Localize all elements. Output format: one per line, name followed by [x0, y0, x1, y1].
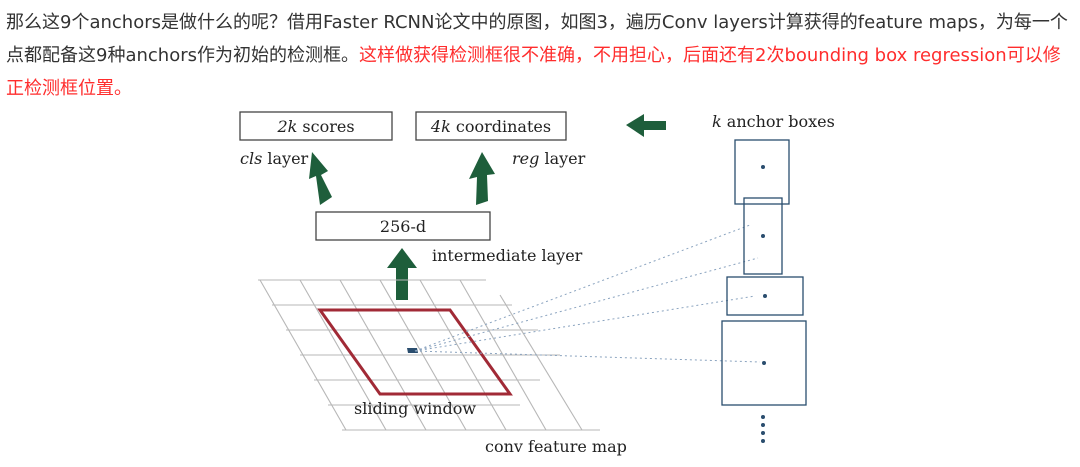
anchor-box-3 — [726, 276, 804, 316]
feature-map-grid — [258, 279, 600, 431]
anchor-box-4 — [721, 320, 807, 406]
sliding-window-label: sliding window — [354, 399, 476, 418]
left-arrow-icon — [626, 114, 666, 137]
feature-map-label: conv feature map — [485, 437, 627, 456]
intermediate-box-label: 256-d — [380, 217, 426, 236]
reg-rest: layer — [539, 149, 585, 168]
projection-lines — [414, 224, 761, 363]
scores-label: 2k scores — [276, 117, 354, 136]
up-arrow-icon — [387, 248, 417, 300]
explanation-paragraph: 那么这9个anchors是做什么的呢？借用Faster RCNN论文中的原图，如… — [6, 6, 1074, 105]
coords-k: 4k — [430, 117, 451, 136]
coordinates-label: 4k coordinates — [430, 117, 551, 136]
anchor-k: k — [712, 112, 722, 131]
anchor-box-1 — [734, 139, 790, 205]
intermediate-box — [315, 211, 491, 241]
reg-word: reg — [512, 149, 539, 168]
anchor-box-2 — [743, 197, 783, 275]
cls-word: cls — [240, 149, 262, 168]
rpn-diagram-svg: 2k scores 4k coordinates cls layer reg l… — [239, 111, 835, 456]
cls-rest: layer — [262, 149, 308, 168]
anchor-boxes-label: k anchor boxes — [712, 112, 835, 131]
anchor-boxes — [721, 139, 807, 406]
intermediate-layer-label: intermediate layer — [432, 246, 583, 265]
cls-layer-label: cls layer — [240, 149, 309, 168]
rpn-diagram: 2k scores 4k coordinates cls layer reg l… — [220, 100, 860, 467]
paragraph-text: 那么这9个anchors是做什么的呢？借用Faster RCNN论文中的原图，如… — [6, 12, 1068, 66]
anchor-centers — [761, 165, 767, 365]
center-point — [407, 348, 418, 353]
cls-arrow-icon — [309, 152, 332, 205]
anchor-rest: anchor boxes — [722, 112, 835, 131]
scores-rest: scores — [297, 117, 354, 136]
ellipsis-dots-icon — [761, 415, 765, 443]
coords-rest: coordinates — [451, 117, 551, 136]
scores-k: 2k — [276, 117, 297, 136]
paragraph-highlight-text: 这样做获得检测框很不准确，不用担心，后面还有2次bounding box reg… — [6, 45, 1061, 99]
coordinates-box — [415, 111, 567, 141]
scores-box — [239, 111, 393, 141]
reg-layer-label: reg layer — [512, 149, 586, 168]
reg-arrow-icon — [469, 152, 495, 205]
sliding-window — [317, 308, 513, 396]
